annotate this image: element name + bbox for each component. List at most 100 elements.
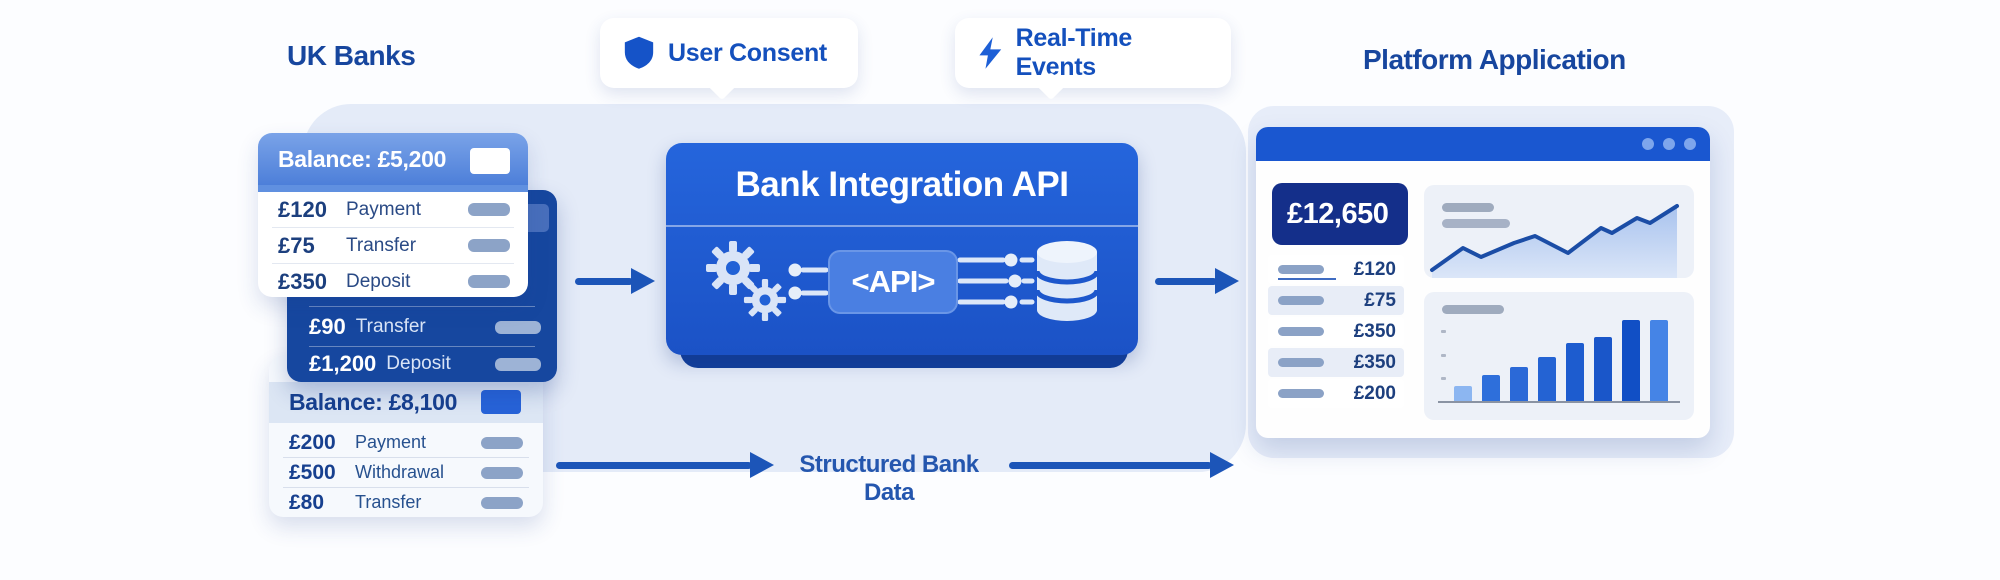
bar-chart-bar (1454, 386, 1472, 401)
list-item-pill (1278, 358, 1324, 367)
circuit-lines (800, 267, 829, 296)
gear-icon (706, 241, 760, 295)
transaction-type: Withdrawal (355, 462, 445, 482)
api-chip: <API> (828, 250, 958, 314)
total-balance-chip: £12,650 (1272, 183, 1408, 245)
bank-card-1-balance: Balance: £5,200 (278, 145, 447, 172)
divider (309, 306, 535, 307)
flow-arrow-structured-data-left (556, 452, 774, 478)
bar-chart-bar (1622, 320, 1640, 401)
list-item-pill (1278, 296, 1324, 305)
axis-tick (1441, 330, 1446, 333)
structured-bank-data-label: Structured Bank Data (799, 451, 979, 506)
transaction-amount: £500 (289, 460, 336, 484)
list-item: £120 (1268, 255, 1404, 284)
transaction-row: £200 Payment (283, 428, 529, 458)
placeholder-pill (1442, 305, 1504, 314)
platform-application-title: Platform Application (1363, 44, 1626, 75)
transaction-amount: £350 (278, 268, 327, 294)
transaction-type: Deposit (346, 270, 411, 292)
api-chip-label: <API> (851, 264, 936, 299)
line-chart-line (1430, 204, 1679, 272)
transaction-pill (481, 496, 523, 509)
shield-icon (624, 36, 654, 69)
transaction-amount: £80 (289, 490, 325, 514)
real-time-events-badge: Real-Time Events (955, 18, 1231, 101)
bar-chart-bar (1650, 320, 1668, 401)
list-item: £75 (1268, 286, 1404, 315)
arrow-shaft (575, 277, 633, 285)
transaction-row: £1,200 Deposit (309, 351, 541, 377)
bar-chart-bar (1510, 367, 1528, 401)
bar-chart-baseline (1438, 401, 1680, 403)
total-balance-value: £12,650 (1287, 197, 1389, 230)
bar-chart-panel (1424, 292, 1694, 420)
bank-card-3-rows: £200 Payment £500 Withdrawal £80 Transfe… (283, 428, 529, 517)
list-item-pill (1278, 265, 1324, 274)
bar-chart-bar (1566, 343, 1584, 401)
divider (666, 225, 1138, 227)
bank-card-1-header: Balance: £5,200 (258, 133, 528, 192)
list-item-amount: £350 (1353, 351, 1396, 373)
bank-card-3: Balance: £8,100 £200 Payment £500 Withdr… (269, 356, 543, 517)
transaction-type: Payment (346, 198, 421, 220)
user-consent-badge: User Consent (600, 18, 858, 101)
user-consent-label: User Consent (668, 38, 827, 67)
window-dot-icon (1684, 138, 1696, 150)
transaction-row: £350 Deposit (272, 264, 514, 297)
bar-chart-bar (1594, 337, 1612, 401)
arrow-head-icon (1210, 452, 1234, 478)
line-chart-area (1432, 206, 1677, 278)
real-time-events-label: Real-Time Events (1015, 24, 1133, 81)
arrow-shaft (1009, 461, 1212, 469)
window-dot-icon (1642, 138, 1654, 150)
axis-tick (1441, 377, 1446, 380)
card-chip-icon (481, 390, 521, 414)
list-item-amount: £75 (1364, 289, 1396, 311)
line-chart-panel (1424, 185, 1694, 278)
transaction-amount: £200 (289, 430, 336, 454)
api-circuit-art (706, 241, 1100, 322)
transaction-type: Transfer (355, 316, 426, 337)
transaction-pill (468, 239, 510, 252)
lightning-icon (979, 37, 1002, 69)
list-item-amount: £350 (1353, 320, 1396, 342)
flow-arrow-banks-to-api (575, 268, 655, 294)
window-titlebar (1256, 127, 1710, 161)
flow-arrow-structured-data-right (1009, 452, 1234, 478)
list-item-amount: £120 (1353, 258, 1396, 280)
platform-dashboard-window: £12,650 £120 £75 £350 £350 £200 (1256, 127, 1710, 438)
transaction-type: Transfer (346, 234, 417, 256)
transaction-pill (481, 466, 523, 479)
bank-integration-api-box: Bank Integration API (666, 143, 1138, 355)
bank-card-3-balance: Balance: £8,100 (289, 389, 458, 415)
dashboard-transaction-list: £120 £75 £350 £350 £200 (1268, 255, 1404, 410)
gear-icon (743, 278, 787, 322)
transaction-type: Deposit (386, 353, 451, 374)
transaction-amount: £1,200 (309, 351, 377, 376)
transaction-row: £75 Transfer (272, 228, 514, 264)
transaction-pill (468, 203, 510, 216)
uk-banks-title: UK Banks (287, 40, 416, 71)
line-chart (1430, 204, 1679, 278)
user-consent-badge-tail (707, 71, 737, 101)
list-item-amount: £200 (1353, 382, 1396, 404)
list-item: £350 (1268, 348, 1404, 377)
transaction-pill (495, 357, 541, 371)
bar-chart-bar (1538, 357, 1556, 401)
list-item: £200 (1268, 379, 1404, 408)
circuit-lines (957, 257, 1035, 305)
list-item: £350 (1268, 317, 1404, 346)
arrow-shaft (556, 461, 752, 469)
transaction-row: £90 Transfer (309, 314, 541, 340)
bar-chart-bar (1482, 375, 1500, 401)
card-chip-icon (470, 148, 510, 174)
transaction-row: £500 Withdrawal (283, 458, 529, 488)
arrow-shaft (1155, 277, 1217, 285)
divider (309, 346, 535, 347)
list-item-pill (1278, 327, 1324, 336)
transaction-pill (468, 275, 510, 288)
arrow-head-icon (631, 268, 655, 294)
transaction-amount: £90 (309, 314, 346, 339)
flow-arrow-api-to-platform (1155, 268, 1239, 294)
